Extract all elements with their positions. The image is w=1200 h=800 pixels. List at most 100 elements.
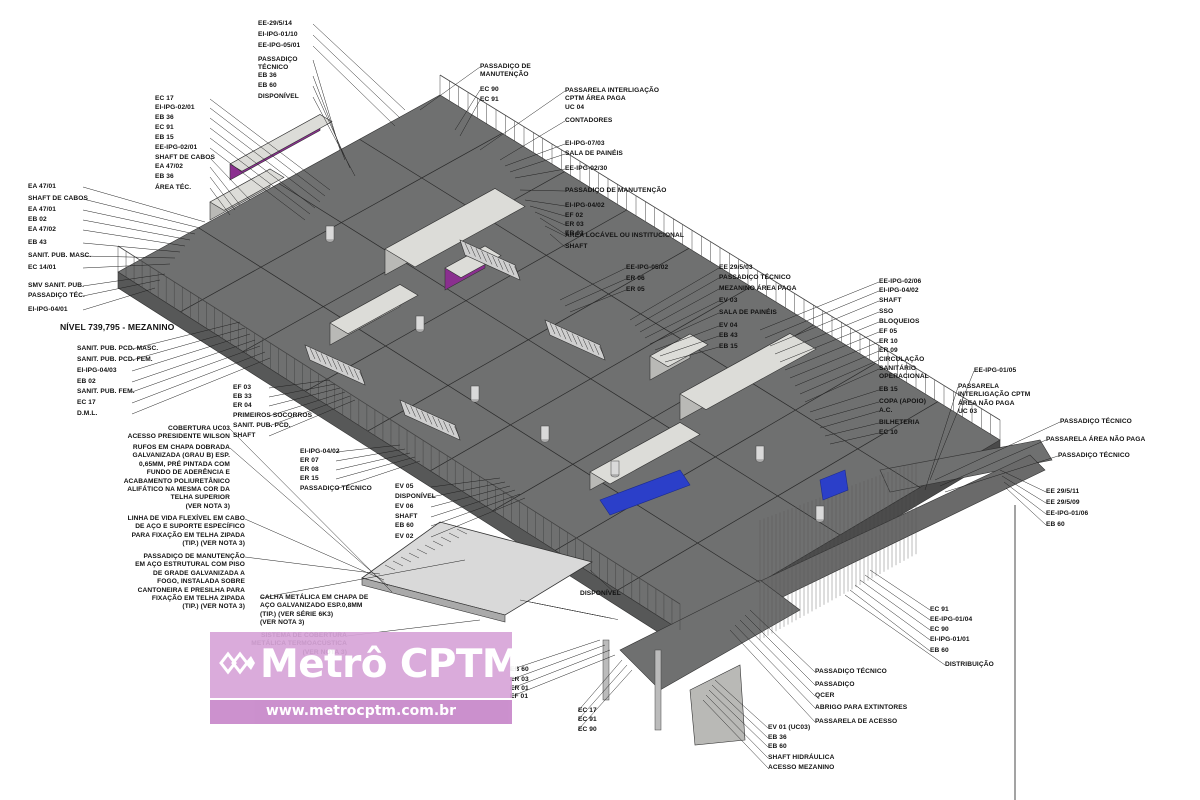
leader-line bbox=[659, 335, 720, 357]
label-midright: EB 43 bbox=[719, 332, 738, 339]
leader-line bbox=[430, 493, 521, 527]
label-bottom: EI-IPG-01/01 bbox=[930, 636, 970, 643]
column bbox=[540, 425, 550, 441]
leader-line bbox=[509, 654, 616, 698]
escalator-north-step bbox=[503, 261, 509, 273]
leader-line bbox=[229, 428, 393, 593]
roof-walkway-grate bbox=[384, 564, 396, 571]
label-top: CONTADORES bbox=[565, 117, 613, 124]
leader-line bbox=[459, 99, 481, 137]
leader-line bbox=[519, 189, 566, 192]
leader-line bbox=[634, 277, 720, 327]
leader-line bbox=[544, 225, 566, 237]
roof-walkway-grate bbox=[456, 528, 468, 535]
room-panels-top bbox=[649, 333, 709, 368]
escalator-east-step bbox=[571, 333, 578, 345]
leader-line bbox=[82, 198, 201, 229]
leader-line bbox=[844, 594, 946, 666]
label-bottom: EB 60 bbox=[930, 647, 949, 654]
label-left: EA 47/02 bbox=[28, 226, 57, 233]
label-left: EB 15 bbox=[155, 134, 174, 141]
leader-line bbox=[769, 300, 880, 347]
leader-line bbox=[209, 117, 321, 203]
escalator-south-step bbox=[448, 423, 455, 435]
leader-line bbox=[268, 387, 341, 407]
leader-line bbox=[749, 609, 816, 673]
label-bottom: ER 03 bbox=[510, 676, 529, 683]
leader-line bbox=[430, 489, 516, 518]
label-midright: EB 15 bbox=[719, 343, 738, 350]
room-services-top bbox=[209, 168, 285, 211]
escalator-south-step bbox=[426, 413, 433, 425]
leader-line bbox=[819, 410, 880, 429]
label-left: EA 47/02 bbox=[155, 163, 184, 170]
railing-top bbox=[439, 74, 1001, 421]
label-midright: MEZANINO ÁREA PAGA bbox=[719, 285, 797, 292]
label-left: EB 36 bbox=[155, 114, 174, 121]
label-left: SANIT. PUB. PCD. MASC. bbox=[77, 345, 159, 352]
leader-line bbox=[509, 649, 611, 690]
leader-line bbox=[814, 401, 880, 421]
label-bottom: EC 90 bbox=[578, 726, 597, 733]
label-left: EI-IPG-04/03 bbox=[77, 367, 117, 374]
leader-line bbox=[939, 439, 1047, 487]
leader-line bbox=[524, 199, 566, 207]
watermark-url: www.metrocptm.com.br bbox=[265, 703, 457, 719]
label-right: PASSADIÇO TÉCNICO bbox=[1058, 452, 1130, 459]
leader-line bbox=[539, 217, 566, 235]
support-pillar bbox=[654, 649, 662, 731]
leader-line bbox=[131, 351, 266, 404]
leader-line bbox=[131, 327, 246, 361]
label-left: EB 02 bbox=[77, 378, 96, 385]
roof-walkway-grate bbox=[424, 544, 436, 551]
room-cable-shaft-top bbox=[229, 114, 333, 172]
label-center: EV 05 bbox=[395, 483, 414, 490]
leader-line bbox=[509, 153, 566, 173]
label-top: EI-IPG-04/02 bbox=[565, 202, 605, 209]
floor-grid-line bbox=[278, 183, 841, 536]
leader-line bbox=[711, 684, 769, 739]
leader-line bbox=[131, 345, 261, 393]
leader-line bbox=[644, 300, 720, 339]
leader-line bbox=[209, 107, 326, 197]
escalator-south-step bbox=[443, 421, 449, 433]
leader-line bbox=[312, 34, 401, 119]
leader-line bbox=[209, 127, 316, 209]
label-right: PASSARELA ÁREA NÃO PAGA bbox=[1046, 436, 1146, 443]
label-left: EB 43 bbox=[28, 239, 47, 246]
label-right: EI-IPG-04/02 bbox=[879, 287, 919, 294]
leader-line bbox=[577, 659, 623, 712]
roof-walkway-grate bbox=[448, 532, 460, 539]
label-left: EI-IPG-02/01 bbox=[155, 104, 195, 111]
escalator-south-step bbox=[404, 402, 411, 415]
leader-line bbox=[335, 448, 406, 462]
escalator-east-step bbox=[555, 325, 561, 337]
label-midright: EE 29/5/03 bbox=[719, 264, 753, 271]
label-left: ÁREA TÉC. bbox=[155, 184, 192, 191]
label-bottom: EC 91 bbox=[578, 716, 597, 723]
leader-line bbox=[335, 444, 401, 453]
leader-line bbox=[794, 350, 880, 387]
label-right: COPA (APOIO) bbox=[879, 398, 926, 405]
escalator-north-step bbox=[481, 250, 487, 262]
label-left: SANIT. PUB. PCD. FEM. bbox=[77, 356, 153, 363]
leader-line bbox=[268, 379, 331, 389]
leader-line bbox=[131, 357, 271, 415]
label-bottom: EC 90 bbox=[930, 626, 949, 633]
leader-line bbox=[639, 288, 720, 333]
leader-line bbox=[702, 699, 769, 769]
leader-line bbox=[799, 359, 880, 395]
label-center: DISPONÍVEL bbox=[395, 493, 436, 500]
leader-line bbox=[1003, 481, 1047, 515]
floor-grid-line bbox=[198, 227, 761, 583]
label-right: EE-IPG-01/05 bbox=[974, 367, 1017, 374]
label-right: BLOQUEIOS bbox=[879, 318, 920, 325]
escalator-south-step bbox=[454, 426, 460, 438]
